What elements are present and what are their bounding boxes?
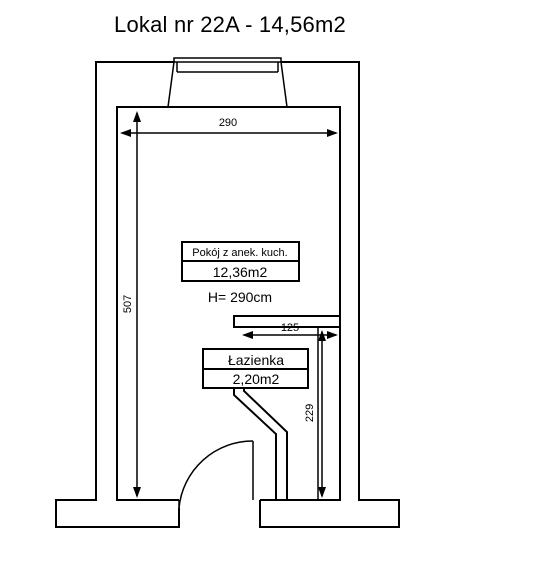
door-swing	[178, 440, 254, 509]
bathroom-partition-top	[233, 315, 340, 500]
top-window	[167, 57, 288, 108]
room-area: 12,36m2	[213, 264, 268, 280]
dimension-bathroom-height: 229	[304, 330, 326, 498]
bathroom-area: 2,20m2	[233, 371, 280, 387]
dimension-label-507: 507	[122, 295, 134, 313]
dimension-label-125: 125	[281, 322, 299, 334]
room-label: Pokój z anek. kuch. 12,36m2 H= 290cm	[181, 241, 300, 305]
dimension-label-290: 290	[219, 117, 237, 129]
bathroom-partition-diagonal	[233, 384, 288, 500]
dimension-width-top: 290	[120, 117, 338, 137]
outer-wall-right	[259, 61, 400, 528]
room-area-box	[181, 260, 300, 282]
room-name: Pokój z anek. kuch.	[192, 247, 287, 259]
bathroom-area-box	[202, 368, 309, 389]
outer-wall-left	[55, 61, 180, 528]
page-title: Lokal nr 22A - 14,56m2	[114, 12, 346, 37]
bathroom-name: Łazienka	[228, 352, 284, 368]
room-height: H= 290cm	[208, 289, 272, 305]
dimension-label-229: 229	[304, 404, 316, 422]
bathroom-label: Łazienka 2,20m2	[202, 348, 309, 389]
inner-wall	[116, 106, 341, 501]
dimension-height-left: 507	[122, 111, 141, 498]
